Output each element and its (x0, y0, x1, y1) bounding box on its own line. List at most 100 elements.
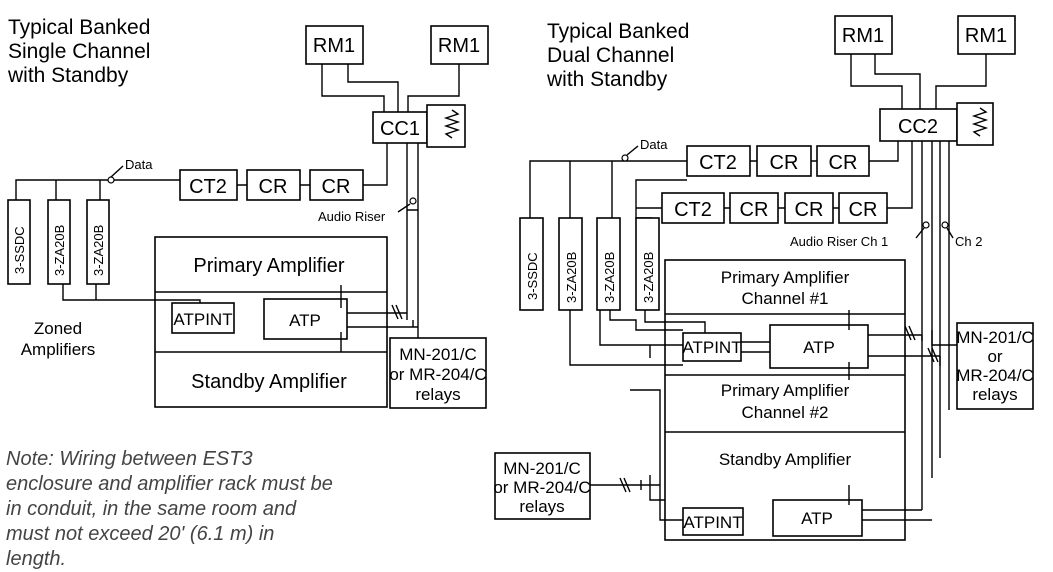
right-cr-a2-label: CR (829, 152, 858, 174)
right-chain-a-wires (750, 141, 899, 162)
right-cr-a2-box (816, 145, 870, 177)
right-relays-left-line-2: or MR-204/C (493, 478, 590, 497)
left-za1-box (47, 199, 71, 285)
right-standby-amp-label: Standby Amplifier (719, 450, 852, 469)
right-atp-bottom-wires (862, 509, 932, 521)
left-rm1-wires (321, 64, 460, 112)
left-ct2-label: CT2 (189, 176, 227, 198)
right-cr-b3-box (838, 192, 888, 224)
right-atp-top-links (741, 310, 850, 380)
right-za3-label: 3-ZA20B (641, 252, 656, 303)
right-za1-label: 3-ZA20B (564, 252, 579, 303)
right-relays-right-line-3: MR-204/C (956, 366, 1033, 385)
left-relays-line-2: or MR-204/C (389, 365, 486, 384)
left-rm1-b-label: RM1 (438, 35, 480, 57)
right-atp-top-label: ATP (803, 338, 835, 357)
left-data-marker (107, 176, 115, 184)
right-atpint-top-box (682, 332, 742, 362)
right-data-bus (529, 160, 687, 219)
right-atp-riser-wires (868, 325, 960, 366)
right-ct2-a-label: CT2 (699, 152, 737, 174)
right-title-line-2: Dual Channel (547, 44, 674, 67)
right-primary-ch2-line-2: Channel #2 (742, 403, 829, 422)
right-chain-b-wires (724, 141, 913, 209)
note-text: Note: Wiring between EST3 enclosure and … (6, 448, 333, 570)
right-atpint-bottom-label: ATPINT (683, 513, 742, 532)
left-rack-dividers (155, 291, 387, 353)
left-zoned-wires (62, 284, 201, 303)
right-title-line-1: Typical Banked (547, 20, 689, 43)
right-relays-right-line-4: relays (972, 385, 1017, 404)
right-ct2-a-box (686, 145, 751, 177)
right-relays-right-box (956, 322, 1034, 410)
left-audio-riser-marker (409, 197, 417, 205)
left-audio-riser-leader (397, 203, 411, 213)
right-atp-bottom-box (772, 499, 863, 537)
right-relays-right-line-2: or (987, 347, 1002, 366)
left-primary-amp-label: Primary Amplifier (193, 255, 344, 277)
left-cr1-label: CR (259, 176, 288, 198)
right-ssdc-label: 3-SSDC (525, 252, 540, 300)
right-cc2-box (879, 108, 958, 142)
right-cc2-label: CC2 (898, 116, 938, 138)
left-audio-riser-label: Audio Riser (318, 209, 386, 224)
right-ssdc-box (519, 217, 544, 311)
left-data-bus (15, 179, 180, 200)
left-ssdc-label: 3-SSDC (12, 226, 27, 274)
right-primary-ch2-line-1: Primary Amplifier (721, 381, 850, 400)
right-rm1-b-box (957, 15, 1016, 55)
right-rm1-a-box (834, 15, 893, 55)
left-cc1-label: CC1 (380, 118, 420, 140)
right-relays-left-line-3: relays (519, 497, 564, 516)
right-za2-box (596, 217, 621, 311)
left-za2-label: 3-ZA20B (91, 225, 106, 276)
right-audio-riser-wires (921, 141, 950, 510)
left-atp-riser-wires (347, 304, 418, 328)
left-cc1-box (372, 111, 428, 144)
right-cr-b2-label: CR (795, 199, 824, 221)
left-standby-amp-label: Standby Amplifier (191, 371, 347, 393)
left-chain-wires (237, 143, 388, 186)
right-relays-right-line-1: MN-201/C (956, 328, 1033, 347)
left-title-line-3: with Standby (7, 64, 129, 87)
right-primary-ch1-line-2: Channel #1 (742, 289, 829, 308)
left-cr2-label: CR (322, 176, 351, 198)
wiring-diagram: Typical Banked Single Channel with Stand… (7, 15, 1034, 541)
right-ch2-label: Ch 2 (955, 234, 982, 249)
right-rack-dividers (665, 313, 905, 433)
left-rm1-a-box (305, 25, 364, 65)
right-relays-left-wires (590, 475, 665, 501)
left-za2-box (86, 199, 110, 285)
left-relays-line-3: relays (415, 385, 460, 404)
right-cr-b1-label: CR (740, 199, 769, 221)
left-title-line-2: Single Channel (8, 40, 150, 63)
left-title-line-1: Typical Banked (8, 16, 150, 39)
right-resistor-icon (971, 107, 989, 137)
left-data-leader (110, 165, 124, 178)
right-atp-bottom-label: ATP (801, 509, 833, 528)
left-ssdc-box (7, 199, 31, 285)
right-za2-label: 3-ZA20B (602, 252, 617, 303)
left-resistor-icon (443, 109, 461, 139)
right-relays-left-line-1: MN-201/C (503, 459, 580, 478)
right-ch2-leader (946, 227, 954, 239)
left-diagram: Typical Banked Single Channel with Stand… (7, 16, 489, 409)
left-atpint-label: ATPINT (173, 310, 232, 329)
right-diagram: Typical Banked Dual Channel with Standby… (493, 15, 1034, 541)
left-zoned-line-1: Zoned (34, 319, 82, 338)
right-za3-box (635, 217, 660, 311)
right-relays-left-box (494, 452, 591, 520)
right-amp-rack (664, 259, 906, 541)
left-rm1-a-label: RM1 (313, 35, 355, 57)
right-cr-a1-label: CR (770, 152, 799, 174)
right-zoned-wires (569, 310, 706, 521)
right-rm1-wires (850, 54, 987, 109)
left-atp-box (263, 298, 348, 340)
left-audio-riser-wires (406, 143, 419, 355)
right-title-line-3: with Standby (546, 68, 668, 91)
left-za1-label: 3-ZA20B (52, 225, 67, 276)
left-atpint-box (171, 302, 235, 334)
right-rm1-b-label: RM1 (965, 25, 1007, 47)
right-data-leader (626, 145, 639, 156)
right-atpint-top-label: ATPINT (682, 338, 741, 357)
